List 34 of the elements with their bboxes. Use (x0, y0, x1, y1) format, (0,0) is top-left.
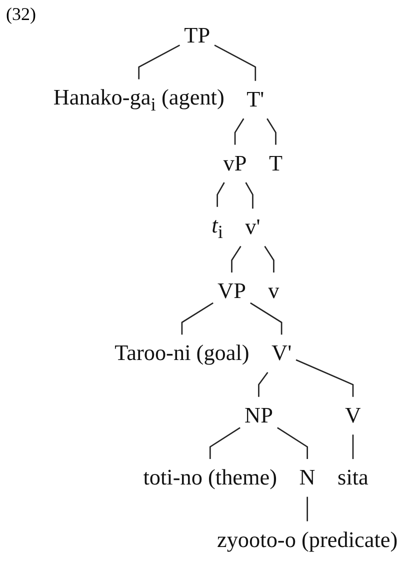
tree-node-label: T (268, 151, 283, 176)
tree-node-label: V (344, 404, 361, 428)
tree-node-label: toti-no (theme) (143, 466, 278, 490)
tree-branch-line (250, 302, 282, 335)
tree-branch-line (245, 182, 254, 209)
tree-branch-line (277, 427, 308, 460)
tree-branch-line (181, 302, 214, 335)
tree-branch-line (306, 496, 308, 522)
tree-node-label: vP (223, 151, 247, 176)
tree-node-label: v (268, 279, 280, 304)
tree-branch-line (264, 246, 274, 272)
tree-node-label: zyooto-o (predicate) (216, 528, 398, 552)
tree-node-label: sita (338, 466, 368, 490)
tree-node-label: NP (244, 404, 273, 428)
tree-node-label: TP (184, 24, 210, 48)
example-number: (32) (6, 4, 36, 25)
tree-node-label: T' (246, 88, 264, 112)
tree-branch-line (266, 118, 276, 145)
tree-node-label: Taroo-ni (goal) (114, 341, 250, 366)
tree-branch-line (214, 44, 256, 81)
tree-branch-line (209, 427, 240, 460)
tree-node-label: t$_{i}$ (212, 214, 223, 242)
tree-branch-line (296, 359, 354, 397)
tree-branch-line (258, 372, 268, 397)
tree-branch-line (352, 434, 354, 460)
tree-branch-line (138, 44, 180, 80)
tree-node-label: V' (272, 341, 292, 366)
tree-node-label: v' (245, 215, 260, 240)
tree-node-label: N (299, 466, 316, 490)
tree-branch-line (234, 118, 244, 145)
tree-node-label: Hanako-ga$_{i}$ (agent) (53, 86, 224, 115)
tree-branch-line (231, 246, 242, 272)
tree-branch-line (216, 182, 225, 207)
tree-node-label: VP (218, 279, 246, 304)
